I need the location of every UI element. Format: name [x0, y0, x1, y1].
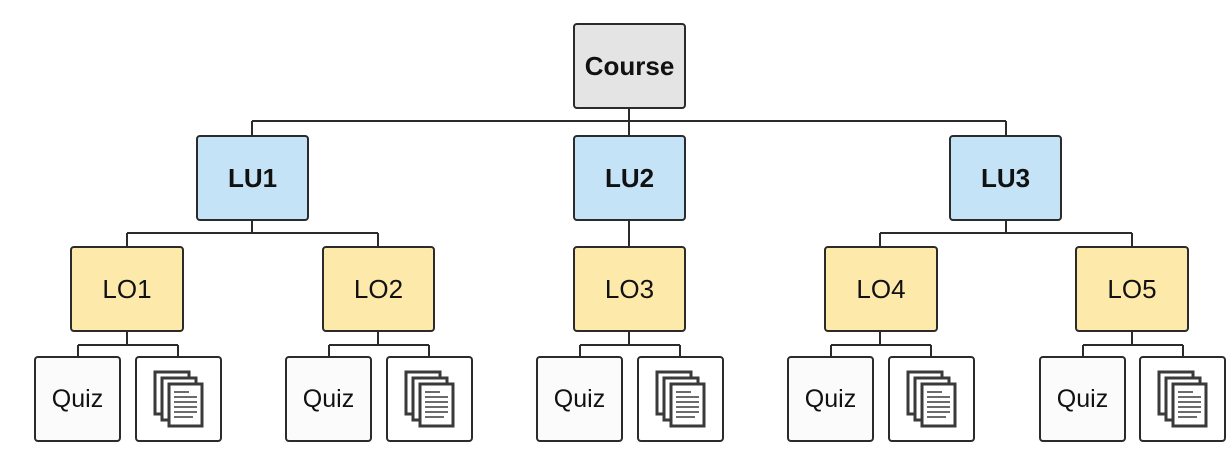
- course-node: Course: [573, 23, 686, 109]
- objective-label: LO4: [856, 273, 906, 304]
- document-node: [637, 356, 724, 442]
- document-node: [386, 356, 473, 442]
- document-node: [1139, 356, 1226, 442]
- quiz-node: Quiz: [787, 356, 874, 442]
- objective-label: LO1: [102, 273, 152, 304]
- unit-node-lu2: LU2: [573, 135, 686, 221]
- document-node: [888, 356, 975, 442]
- document-node: [135, 356, 222, 442]
- documents-icon: [1157, 370, 1207, 428]
- documents-icon: [906, 370, 956, 428]
- unit-label: LU2: [604, 162, 655, 193]
- objective-label: LO5: [1107, 273, 1157, 304]
- objective-node-lo5: LO5: [1075, 246, 1189, 332]
- quiz-node: Quiz: [1039, 356, 1126, 442]
- unit-label: LU3: [980, 162, 1031, 193]
- unit-node-lu1: LU1: [196, 135, 309, 221]
- quiz-node: Quiz: [34, 356, 121, 442]
- quiz-node: Quiz: [285, 356, 372, 442]
- quiz-node: Quiz: [536, 356, 623, 442]
- quiz-label: Quiz: [302, 384, 355, 413]
- objective-node-lo3: LO3: [573, 246, 686, 332]
- quiz-label: Quiz: [804, 384, 857, 413]
- unit-label: LU1: [227, 162, 278, 193]
- objective-node-lo4: LO4: [824, 246, 938, 332]
- unit-node-lu3: LU3: [949, 135, 1062, 221]
- objective-label: LO3: [604, 273, 655, 304]
- documents-icon: [404, 370, 454, 428]
- objective-label: LO2: [353, 273, 404, 304]
- quiz-label: Quiz: [553, 384, 606, 413]
- documents-icon: [655, 370, 705, 428]
- documents-icon: [153, 370, 203, 428]
- objective-node-lo1: LO1: [70, 246, 184, 332]
- quiz-label: Quiz: [51, 384, 104, 413]
- quiz-label: Quiz: [1056, 384, 1109, 413]
- objective-node-lo2: LO2: [322, 246, 435, 332]
- course-label: Course: [584, 50, 675, 81]
